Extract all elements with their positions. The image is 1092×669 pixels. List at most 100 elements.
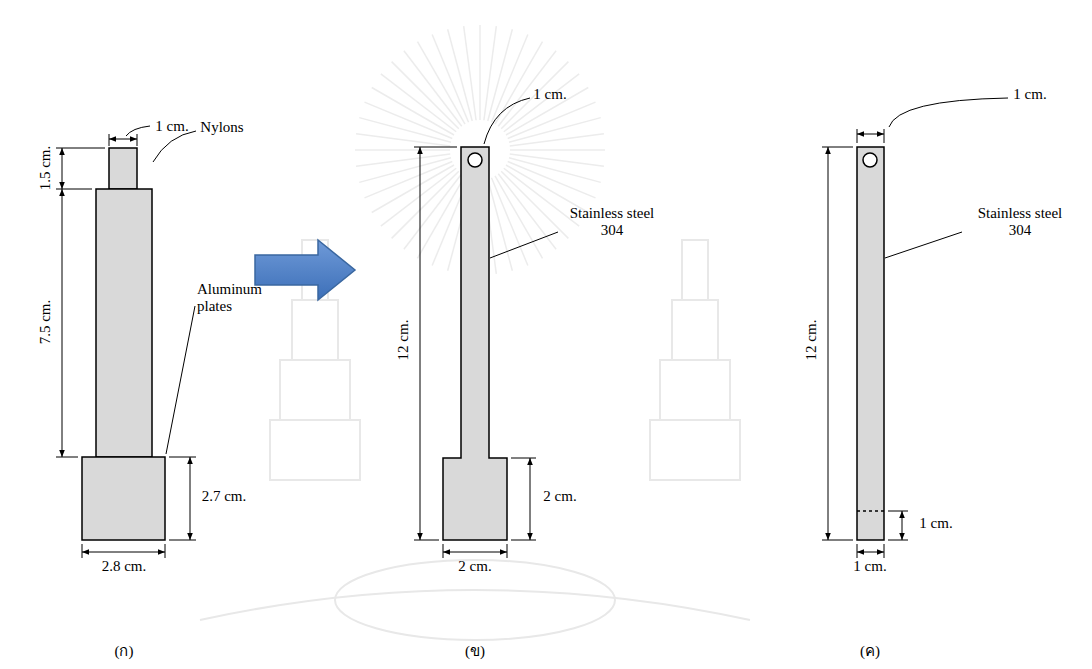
steel-t-part <box>443 147 507 540</box>
dimension-line <box>443 552 507 553</box>
extension-line <box>511 458 536 459</box>
dimension-line <box>857 134 884 135</box>
extension-line <box>56 129 908 558</box>
watermark-emblem <box>359 158 451 183</box>
watermark-pagoda <box>650 420 740 480</box>
dimension-label: 2 cm. <box>543 488 576 505</box>
dimension-line <box>857 552 884 553</box>
watermark-emblem <box>356 154 450 166</box>
watermark-emblem <box>498 174 556 249</box>
extension-line <box>165 544 166 558</box>
dimension-label: 1 cm. <box>155 118 188 135</box>
watermark-emblem <box>484 26 496 120</box>
extension-line <box>443 544 444 558</box>
part-label: Stainless steel 304 <box>965 205 1075 240</box>
steel-bar-part <box>857 147 884 540</box>
extension-line <box>857 129 858 143</box>
watermark-emblem <box>508 161 596 197</box>
watermark-pagoda <box>672 300 718 360</box>
watermark-emblem <box>508 102 596 138</box>
watermark-emblem <box>510 134 604 146</box>
steel-bar-part <box>863 153 877 167</box>
dimension-line <box>828 147 829 540</box>
watermark-emblem <box>418 42 466 124</box>
watermark-emblem <box>491 35 527 123</box>
watermark-emblem <box>479 25 481 120</box>
watermark-emblem <box>510 149 605 151</box>
dimension-label: 2 cm. <box>458 558 491 575</box>
dimension-line <box>420 147 421 540</box>
watermark-emblem <box>509 118 601 143</box>
dimension-line <box>902 511 903 540</box>
leader-line <box>166 306 195 454</box>
part-label: Aluminum plates <box>197 281 275 316</box>
extension-line <box>822 540 853 541</box>
watermark-emblem <box>495 176 543 258</box>
steel-bar-part <box>857 510 884 512</box>
extension-line <box>507 544 508 558</box>
watermark-emblem <box>504 168 579 226</box>
watermark-emblem <box>381 74 456 132</box>
watermark-pagoda <box>682 240 708 300</box>
extension-line <box>888 540 908 541</box>
extension-line <box>137 134 138 146</box>
steel-t-part <box>443 147 507 540</box>
extension-line <box>884 544 885 558</box>
dimension-label: 12 cm. <box>803 320 820 361</box>
watermark-emblem <box>491 178 527 266</box>
watermark-emblem <box>464 26 476 120</box>
panel-label: (ก) <box>115 643 134 660</box>
leader-line <box>484 98 530 144</box>
extension-line <box>56 189 92 190</box>
nylon-part <box>82 457 165 540</box>
extension-line <box>822 147 853 148</box>
panel-label: (ข) <box>465 643 485 660</box>
dimension-line <box>62 134 902 552</box>
dimension-label: 1 cm. <box>533 86 566 103</box>
extension-line <box>888 511 908 512</box>
process-arrow <box>255 240 355 300</box>
watermark-emblem <box>359 118 451 143</box>
extension-line <box>884 129 885 143</box>
watermark-emblem <box>448 29 473 121</box>
nylon-part <box>109 148 137 189</box>
steel-t-part <box>468 153 482 167</box>
watermark-emblem <box>432 35 468 123</box>
extension-line <box>414 540 439 541</box>
watermark-pagoda <box>200 590 750 620</box>
watermark-pagoda <box>660 360 730 420</box>
dimension-label: 2.7 cm. <box>202 488 247 505</box>
extension-line <box>857 544 858 558</box>
part-label: Stainless steel 304 <box>557 205 667 240</box>
watermark-emblem <box>365 102 453 138</box>
extension-line <box>511 540 536 541</box>
steel-bar-part <box>857 147 884 540</box>
leader-line <box>153 131 196 162</box>
dimension-label: 1 cm. <box>1013 86 1046 103</box>
extension-line <box>56 148 105 149</box>
dimension-line <box>82 552 165 553</box>
watermark-emblem <box>365 161 453 197</box>
watermark-emblem <box>509 158 601 183</box>
dimension-line <box>109 139 137 140</box>
dimension-label: 1 cm. <box>919 515 952 532</box>
leader-line <box>126 126 150 136</box>
watermark-emblem <box>356 134 450 146</box>
watermark-emblem <box>372 165 454 213</box>
leader-line <box>889 98 1008 127</box>
nylon-part <box>82 148 165 540</box>
extension-line <box>109 134 110 146</box>
part-label: Nylons <box>200 119 243 136</box>
leader-line <box>885 232 962 258</box>
nylon-part <box>96 189 152 457</box>
dimension-label: 1.5 cm. <box>37 146 54 191</box>
watermark-pagoda <box>270 420 360 480</box>
dimension-line <box>62 189 63 457</box>
dimension-label: 7.5 cm. <box>37 300 54 345</box>
watermark-emblem <box>404 174 462 249</box>
watermark-emblem <box>404 51 462 126</box>
watermark-pagoda <box>292 300 338 360</box>
watermark-emblem <box>355 149 450 151</box>
extension-line <box>82 544 83 558</box>
